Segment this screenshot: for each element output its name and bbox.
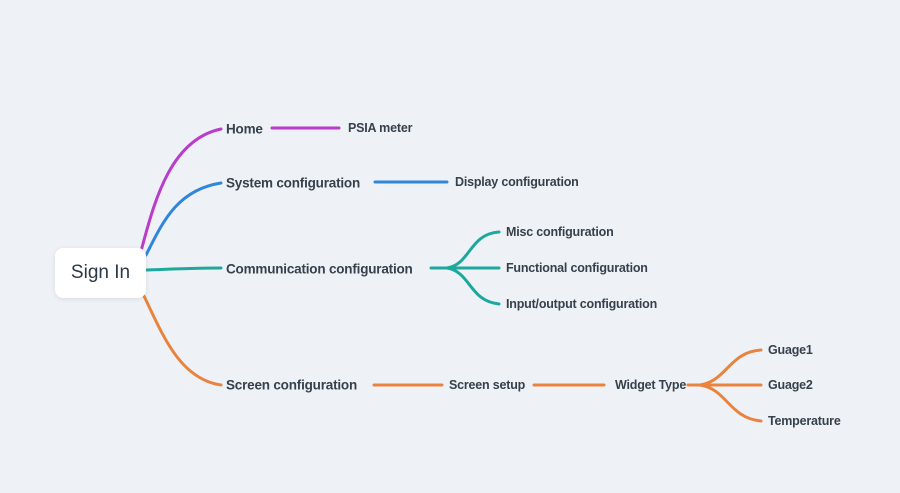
node-screen-configuration[interactable]: Screen configuration bbox=[226, 377, 358, 393]
edge-widget-type-temperature bbox=[698, 383, 763, 423]
edge-root-home bbox=[139, 127, 223, 253]
node-guage2[interactable]: Guage2 bbox=[768, 378, 813, 392]
node-input-output-configuration[interactable]: Input/output configuration bbox=[506, 297, 658, 311]
node-screen-setup[interactable]: Screen setup bbox=[449, 378, 526, 392]
edge-root-system-configuration bbox=[144, 181, 223, 257]
node-home[interactable]: Home bbox=[226, 121, 263, 137]
node-system-configuration[interactable]: System configuration bbox=[226, 175, 361, 191]
node-functional-configuration[interactable]: Functional configuration bbox=[506, 261, 648, 275]
node-misc-configuration[interactable]: Misc configuration bbox=[506, 225, 614, 239]
node-psia-meter[interactable]: PSIA meter bbox=[348, 121, 413, 135]
node-guage1[interactable]: Guage1 bbox=[768, 343, 813, 357]
node-root-sign-in[interactable]: Sign In bbox=[55, 248, 146, 298]
edge-widget-type-guage1 bbox=[698, 348, 763, 387]
edge-communication-input-output bbox=[445, 266, 501, 306]
node-communication-configuration[interactable]: Communication configuration bbox=[226, 261, 413, 277]
edge-communication-misc bbox=[445, 230, 501, 270]
node-display-configuration[interactable]: Display configuration bbox=[455, 175, 579, 189]
node-temperature[interactable]: Temperature bbox=[768, 414, 841, 428]
node-widget-type[interactable]: Widget Type bbox=[615, 378, 687, 392]
edge-root-communication-configuration bbox=[145, 266, 223, 272]
edge-root-screen-configuration bbox=[142, 294, 223, 387]
